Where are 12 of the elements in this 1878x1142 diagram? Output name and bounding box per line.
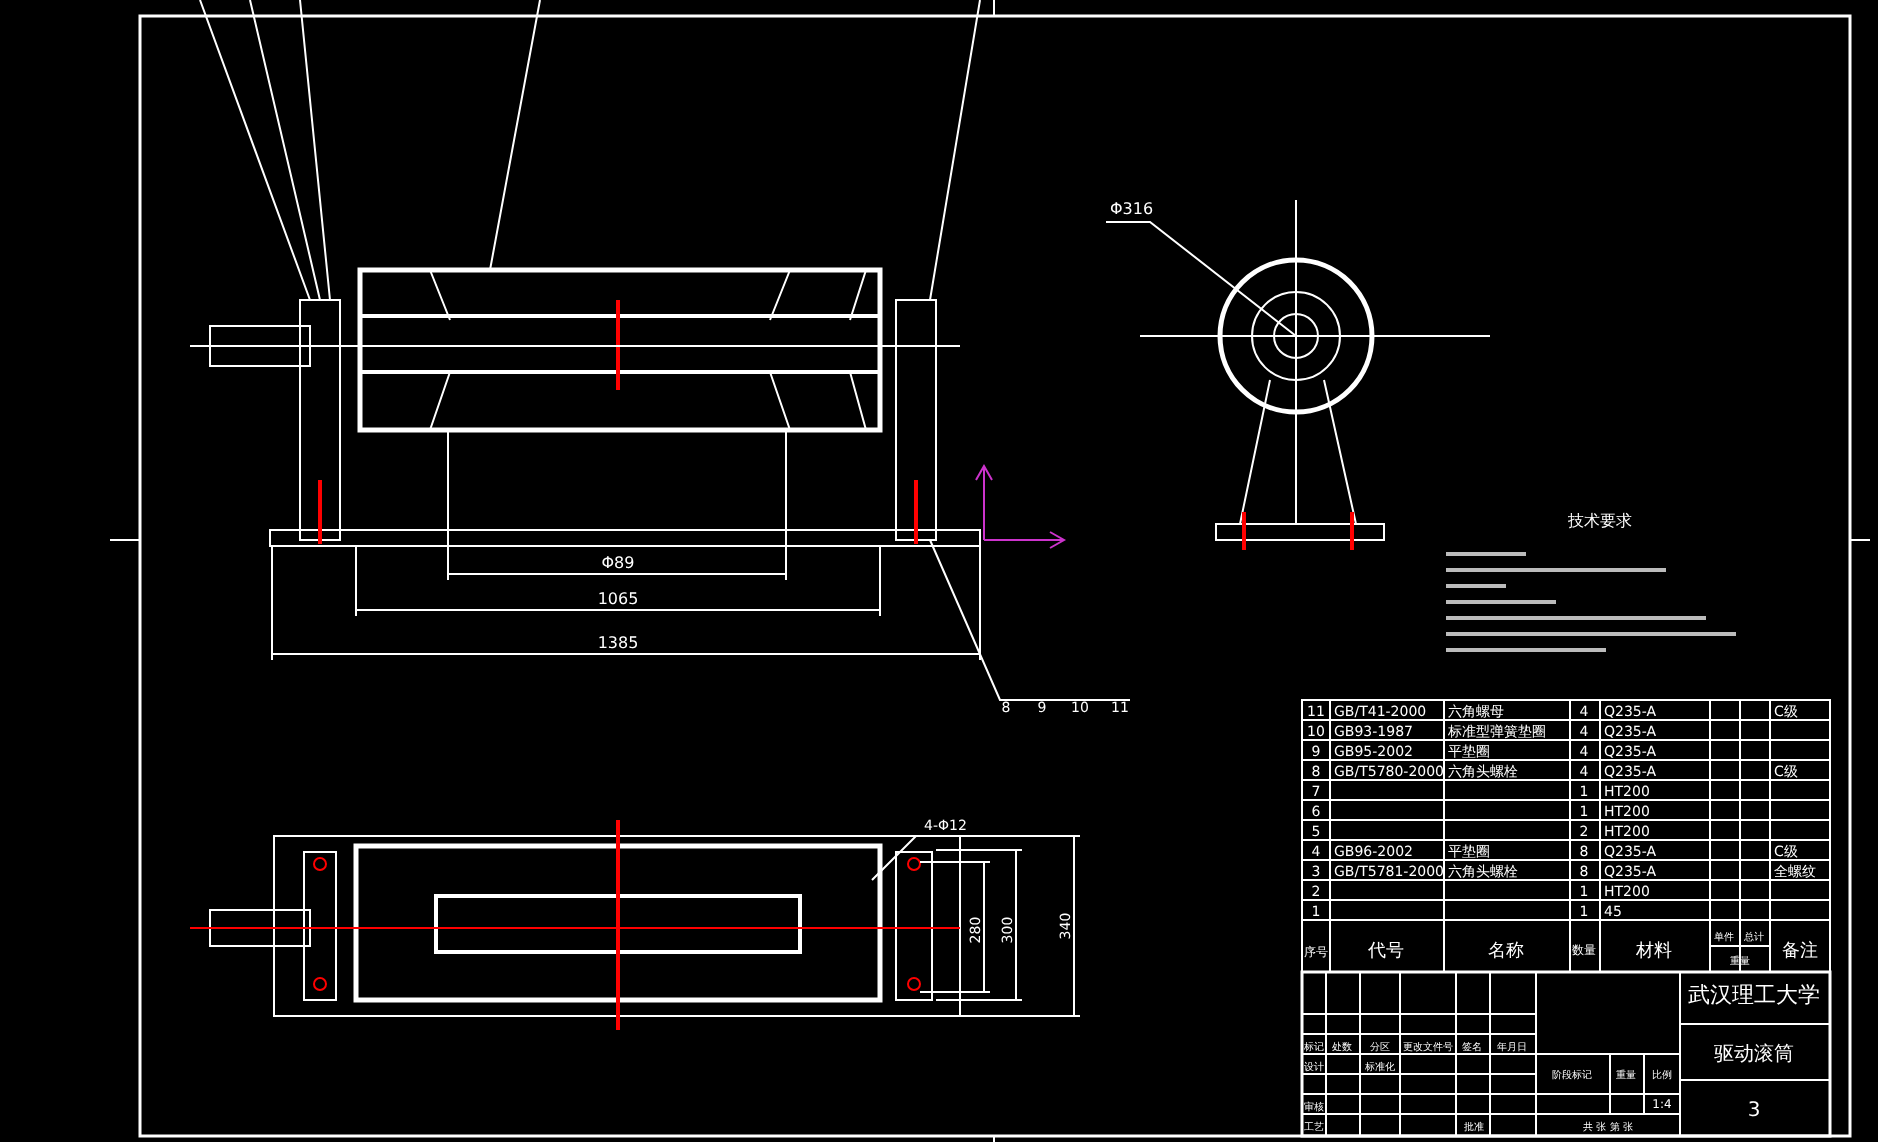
table-header: 备注 bbox=[1782, 942, 1818, 962]
dimension-label: 1385 bbox=[597, 634, 639, 652]
institution-name: 武汉理工大学 bbox=[1688, 982, 1820, 1008]
table-header: 代号 bbox=[1368, 942, 1404, 962]
table-header: 名称 bbox=[1488, 942, 1524, 962]
table-header: 材料 bbox=[1636, 942, 1672, 962]
dimension-label: Φ89 bbox=[601, 554, 635, 572]
heading: 技术要求 bbox=[1568, 512, 1632, 530]
sheet-number: 3 bbox=[1747, 1100, 1761, 1122]
dimension-label: Φ316 bbox=[1110, 200, 1154, 218]
dimension-label: 1065 bbox=[597, 590, 639, 608]
drawing-title: 驱动滚筒 bbox=[1714, 1044, 1794, 1066]
